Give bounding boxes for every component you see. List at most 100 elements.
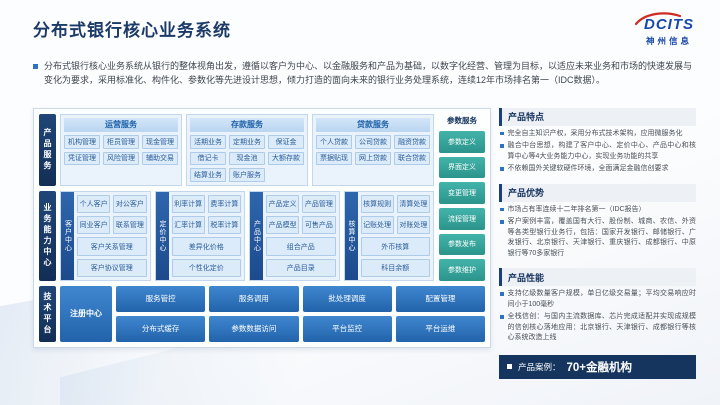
group-pricing-center: 定价中心 利率计算费率计算汇率计算税率计算差异化价格个性化定价 xyxy=(154,190,245,281)
bullet-text: 全栈信创：与国内主流数据库、芯片完成适配并实现成规模的信创核心落地应用：北京银行… xyxy=(507,313,697,342)
diagram-box: 联系管理 xyxy=(113,216,147,235)
tech-box: 平台运维 xyxy=(395,315,485,342)
diagram-box: 借记卡 xyxy=(190,151,226,166)
group-items: 机构管理柜员管理现金管理凭证管理风险管理辅助交易 xyxy=(64,134,178,182)
group-operation-services: 运营服务 机构管理柜员管理现金管理凭证管理风险管理辅助交易 xyxy=(60,113,182,186)
group-items: 个人贷款公司贷款融资贷款票据贴现网上贷款联合贷款 xyxy=(316,134,430,182)
section-bullets: 支持亿级数量客户规模，单日亿级交易量；平均交易响应时间小于100毫秒 全栈信创：… xyxy=(499,286,696,347)
section-product-performance: 产品性能 支持亿级数量客户规模，单日亿级交易量；平均交易响应时间小于100毫秒 … xyxy=(499,268,696,347)
tab-product-services: 产品服务 xyxy=(39,113,56,186)
group-items: 核算规则清算处理记账处理对账处理外币核算科目余额 xyxy=(358,192,434,280)
bullet-square-icon xyxy=(500,315,504,319)
architecture-diagram: 产品服务 运营服务 机构管理柜员管理现金管理凭证管理风险管理辅助交易 存款服务 xyxy=(33,107,491,348)
intro-paragraph: 分布式银行核心业务系统从银行的整体视角出发，遵循以客户为中心、以金融服务和产品为… xyxy=(33,60,692,88)
group-customer-center: 客户中心 个人客户对公客户同业客户联系管理客户关系管理客户协议管理 xyxy=(60,190,151,281)
diagram-box: 现金池 xyxy=(229,151,265,166)
bullet-square-icon xyxy=(33,64,38,69)
parameter-box: 界面定义 xyxy=(439,156,485,179)
diagram-box: 个人贷款 xyxy=(316,134,352,149)
diagram-box: 结算业务 xyxy=(190,168,226,182)
group-product-center: 产品中心 产品定义产品管理产品模型可售产品组合产品产品目录 xyxy=(249,190,340,281)
diagram-box: 大额存款 xyxy=(268,151,304,166)
group-header: 贷款服务 xyxy=(316,117,430,132)
product-service-groups: 运营服务 机构管理柜员管理现金管理凭证管理风险管理辅助交易 存款服务 活期业务定… xyxy=(60,113,434,186)
main-content: 产品服务 运营服务 机构管理柜员管理现金管理凭证管理风险管理辅助交易 存款服务 xyxy=(33,107,696,379)
logo-brand-text: DCITS xyxy=(644,16,694,33)
bullet-square-icon xyxy=(500,220,504,224)
section-title: 产品优势 xyxy=(499,183,696,202)
tech-box: 配置管理 xyxy=(395,285,485,312)
diagram-box: 汇率计算 xyxy=(171,216,205,235)
diagram-box: 风险管理 xyxy=(103,151,139,166)
bullet-item: 融合中台思想，构建了客户中心、定价中心、产品中心和核算中心等4大业务能力中心，实… xyxy=(500,141,696,162)
diagram-box: 机构管理 xyxy=(64,134,100,149)
case-value: 70+金融机构 xyxy=(566,361,633,374)
diagram-box: 产品管理 xyxy=(302,194,336,214)
band-business-capability: 业务能力中心 客户中心 个人客户对公客户同业客户联系管理客户关系管理客户协议管理… xyxy=(39,190,434,281)
group-header: 存款服务 xyxy=(190,117,304,132)
bullet-item: 客户案例丰富，覆盖国有大行、股份制、城商、农信、外资等各类型银行业务行，包括：国… xyxy=(500,217,696,259)
diagram-box: 组合产品 xyxy=(266,237,336,256)
bullet-square-icon xyxy=(500,167,504,171)
tech-platform-items: 服务管控服务调用批处理调度配置管理分布式缓存参数数据访问平台监控平台运维 xyxy=(116,285,485,342)
tech-box: 批处理调度 xyxy=(302,285,392,312)
diagram-box: 融资贷款 xyxy=(394,134,430,149)
parameter-service-column: 参数服务 参数定义界面定义变更管理流程管理参数发布参数维护 xyxy=(439,114,485,281)
case-square-icon xyxy=(507,364,512,370)
diagram-box: 产品定义 xyxy=(266,194,300,214)
parameter-box: 流程管理 xyxy=(439,207,485,230)
page-title: 分布式银行核心业务系统 xyxy=(33,21,231,40)
logo-swoosh-icon xyxy=(635,12,681,26)
group-deposit-services: 存款服务 活期业务定期业务保证金借记卡现金池大额存款结算业务账户服务 xyxy=(186,113,308,186)
bullet-square-icon xyxy=(500,144,504,148)
tech-box: 服务管控 xyxy=(116,285,206,312)
case-label: 产品案例： xyxy=(518,361,561,372)
dcits-logo: DCITS 神州信息 xyxy=(635,12,694,47)
diagram-box: 产品模型 xyxy=(266,216,300,235)
registry-center-box: 注册中心 xyxy=(60,285,112,342)
section-bullets: 完全自主知识产权，采用分布式技术架构，应用微服务化 融合中台思想，构建了客户中心… xyxy=(499,126,696,178)
bullet-square-icon xyxy=(500,131,504,136)
bullet-item: 完全自主知识产权，采用分布式技术架构，应用微服务化 xyxy=(500,129,696,140)
slide-header: 分布式银行核心业务系统 DCITS 神州信息 xyxy=(0,0,720,47)
capability-groups: 客户中心 个人客户对公客户同业客户联系管理客户关系管理客户协议管理 定价中心 利… xyxy=(60,190,434,281)
logo-company-name: 神州信息 xyxy=(645,36,692,46)
diagram-box: 定期业务 xyxy=(229,134,265,149)
parameter-service-label: 参数服务 xyxy=(447,115,477,125)
diagram-bands: 产品服务 运营服务 机构管理柜员管理现金管理凭证管理风险管理辅助交易 存款服务 xyxy=(39,113,434,281)
parameter-box: 参数发布 xyxy=(439,233,485,256)
group-items: 利率计算费率计算汇率计算税率计算差异化价格个性化定价 xyxy=(169,192,245,280)
intro-text: 分布式银行核心业务系统从银行的整体视角出发，遵循以客户为中心、以金融服务和产品为… xyxy=(44,61,693,85)
diagram-box: 外币核算 xyxy=(360,237,430,256)
diagram-box: 清算处理 xyxy=(396,194,430,214)
bullet-item: 不依赖国外关键软硬件环境，全面满足金融信创要求 xyxy=(500,164,696,175)
tech-box: 参数数据访问 xyxy=(209,315,299,342)
subtab-accounting-center: 核算中心 xyxy=(344,191,358,280)
section-bullets: 市场占有率连续十二年排名第一（IDC报告） 客户案例丰富，覆盖国有大行、股份制、… xyxy=(499,202,696,263)
subtab-customer-center: 客户中心 xyxy=(61,191,74,280)
diagram-box: 记账处理 xyxy=(360,216,394,235)
tab-business-capability: 业务能力中心 xyxy=(39,190,56,281)
subtab-pricing-center: 定价中心 xyxy=(155,191,169,280)
group-items: 产品定义产品管理产品模型可售产品组合产品产品目录 xyxy=(263,192,339,280)
diagram-box: 同业客户 xyxy=(77,216,111,235)
bullet-text: 完全自主知识产权，采用分布式技术架构，应用微服务化 xyxy=(507,129,683,137)
diagram-box: 个人客户 xyxy=(77,194,111,214)
product-cases-bar: 产品案例： 70+金融机构 xyxy=(499,354,696,379)
parameter-box: 变更管理 xyxy=(439,182,485,204)
parameter-service-items: 参数定义界面定义变更管理流程管理参数发布参数维护 xyxy=(439,130,485,281)
diagram-box: 产品目录 xyxy=(266,258,336,277)
section-title: 产品性能 xyxy=(499,268,696,287)
parameter-box: 参数维护 xyxy=(439,259,485,281)
tech-box: 平台监控 xyxy=(302,315,392,342)
bullet-item: 支持亿级数量客户规模，单日亿级交易量；平均交易响应时间小于100毫秒 xyxy=(500,289,696,310)
diagram-box: 凭证管理 xyxy=(64,151,100,166)
diagram-box: 可售产品 xyxy=(302,216,336,235)
bullet-text: 不依赖国外关键软硬件环境，全面满足金融信创要求 xyxy=(507,165,669,173)
section-product-features: 产品特点 完全自主知识产权，采用分布式技术架构，应用微服务化 融合中台思想，构建… xyxy=(499,107,696,178)
diagram-box: 对账处理 xyxy=(396,216,430,235)
bullet-text: 支持亿级数量客户规模，单日亿级交易量；平均交易响应时间小于100毫秒 xyxy=(507,290,697,308)
diagram-box: 联合贷款 xyxy=(394,151,430,166)
diagram-box: 账户服务 xyxy=(229,168,265,182)
